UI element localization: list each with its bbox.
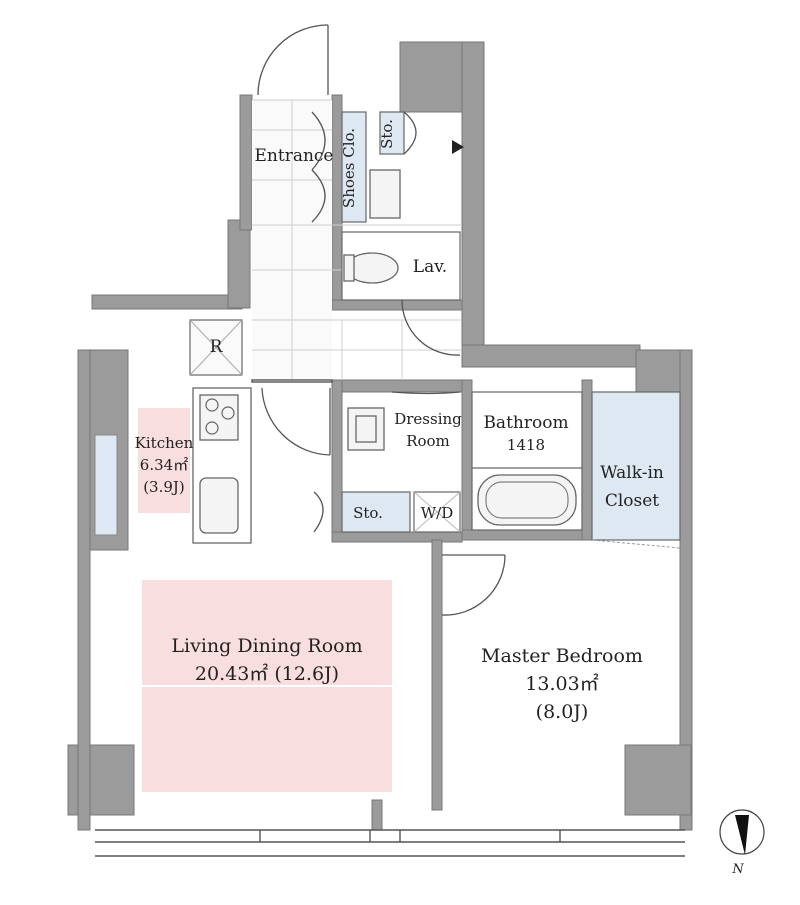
bathroom-size: 1418 (507, 436, 545, 454)
master-bedroom-area-m2: 13.03㎡ (525, 672, 598, 695)
bathroom-label: Bathroom (483, 413, 568, 433)
walk-in-closet (591, 391, 681, 541)
storage-door (403, 111, 417, 155)
kitchen-counter (192, 387, 252, 544)
living-dining-area: 20.43㎡ (12.6J) (195, 662, 339, 685)
washer-dryer-label: W/D (421, 504, 454, 522)
shoes-closet-label: Shoes Clo. (340, 128, 358, 208)
walk-in-closet-label-1: Walk-in (600, 463, 664, 483)
kitchen-area-m2: 6.34㎡ (140, 456, 188, 474)
storage-entry-label: Sto. (378, 119, 396, 149)
bathroom (471, 391, 583, 531)
storage-dressing (341, 491, 411, 533)
storage-door-2 (313, 491, 324, 533)
storage-dressing-label: Sto. (353, 504, 383, 522)
lavatory (341, 169, 461, 356)
living-dining-label: Living Dining Room (171, 635, 362, 657)
kitchen-area-j: (3.9J) (143, 478, 185, 496)
kitchen-window (94, 434, 118, 536)
entrance-tile-grid (251, 99, 462, 383)
entrance-door (257, 24, 329, 96)
shoes-closet (341, 111, 367, 223)
balcony (95, 829, 685, 857)
refrigerator-label: R (210, 337, 224, 357)
living-dining-room (142, 580, 392, 792)
kitchen-label: Kitchen (135, 434, 194, 452)
storage-entry (379, 111, 405, 155)
master-bedroom-area-j: (8.0J) (536, 701, 589, 723)
kitchen-tint (138, 408, 190, 513)
bathtub (477, 474, 577, 526)
dressing-room-label-1: Dressing (394, 410, 462, 428)
hall-door (261, 387, 331, 456)
bedroom-door (441, 554, 506, 616)
sink (369, 169, 401, 219)
north-compass (719, 809, 765, 855)
walk-in-closet-label-2: Closet (605, 491, 659, 511)
north-label: N (731, 862, 744, 877)
dressing-door (391, 391, 461, 395)
shoes-closet-door (311, 111, 326, 171)
dressing-room-label-2: Room (406, 432, 450, 450)
refrigerator (189, 319, 243, 376)
master-bedroom-label: Master Bedroom (481, 645, 643, 667)
lavatory-label: Lav. (413, 257, 447, 277)
arrow-marker (452, 140, 464, 154)
shoes-closet-door-2 (311, 169, 326, 223)
kitchen-sink (199, 477, 239, 534)
entrance-label: Entrance (255, 146, 334, 166)
